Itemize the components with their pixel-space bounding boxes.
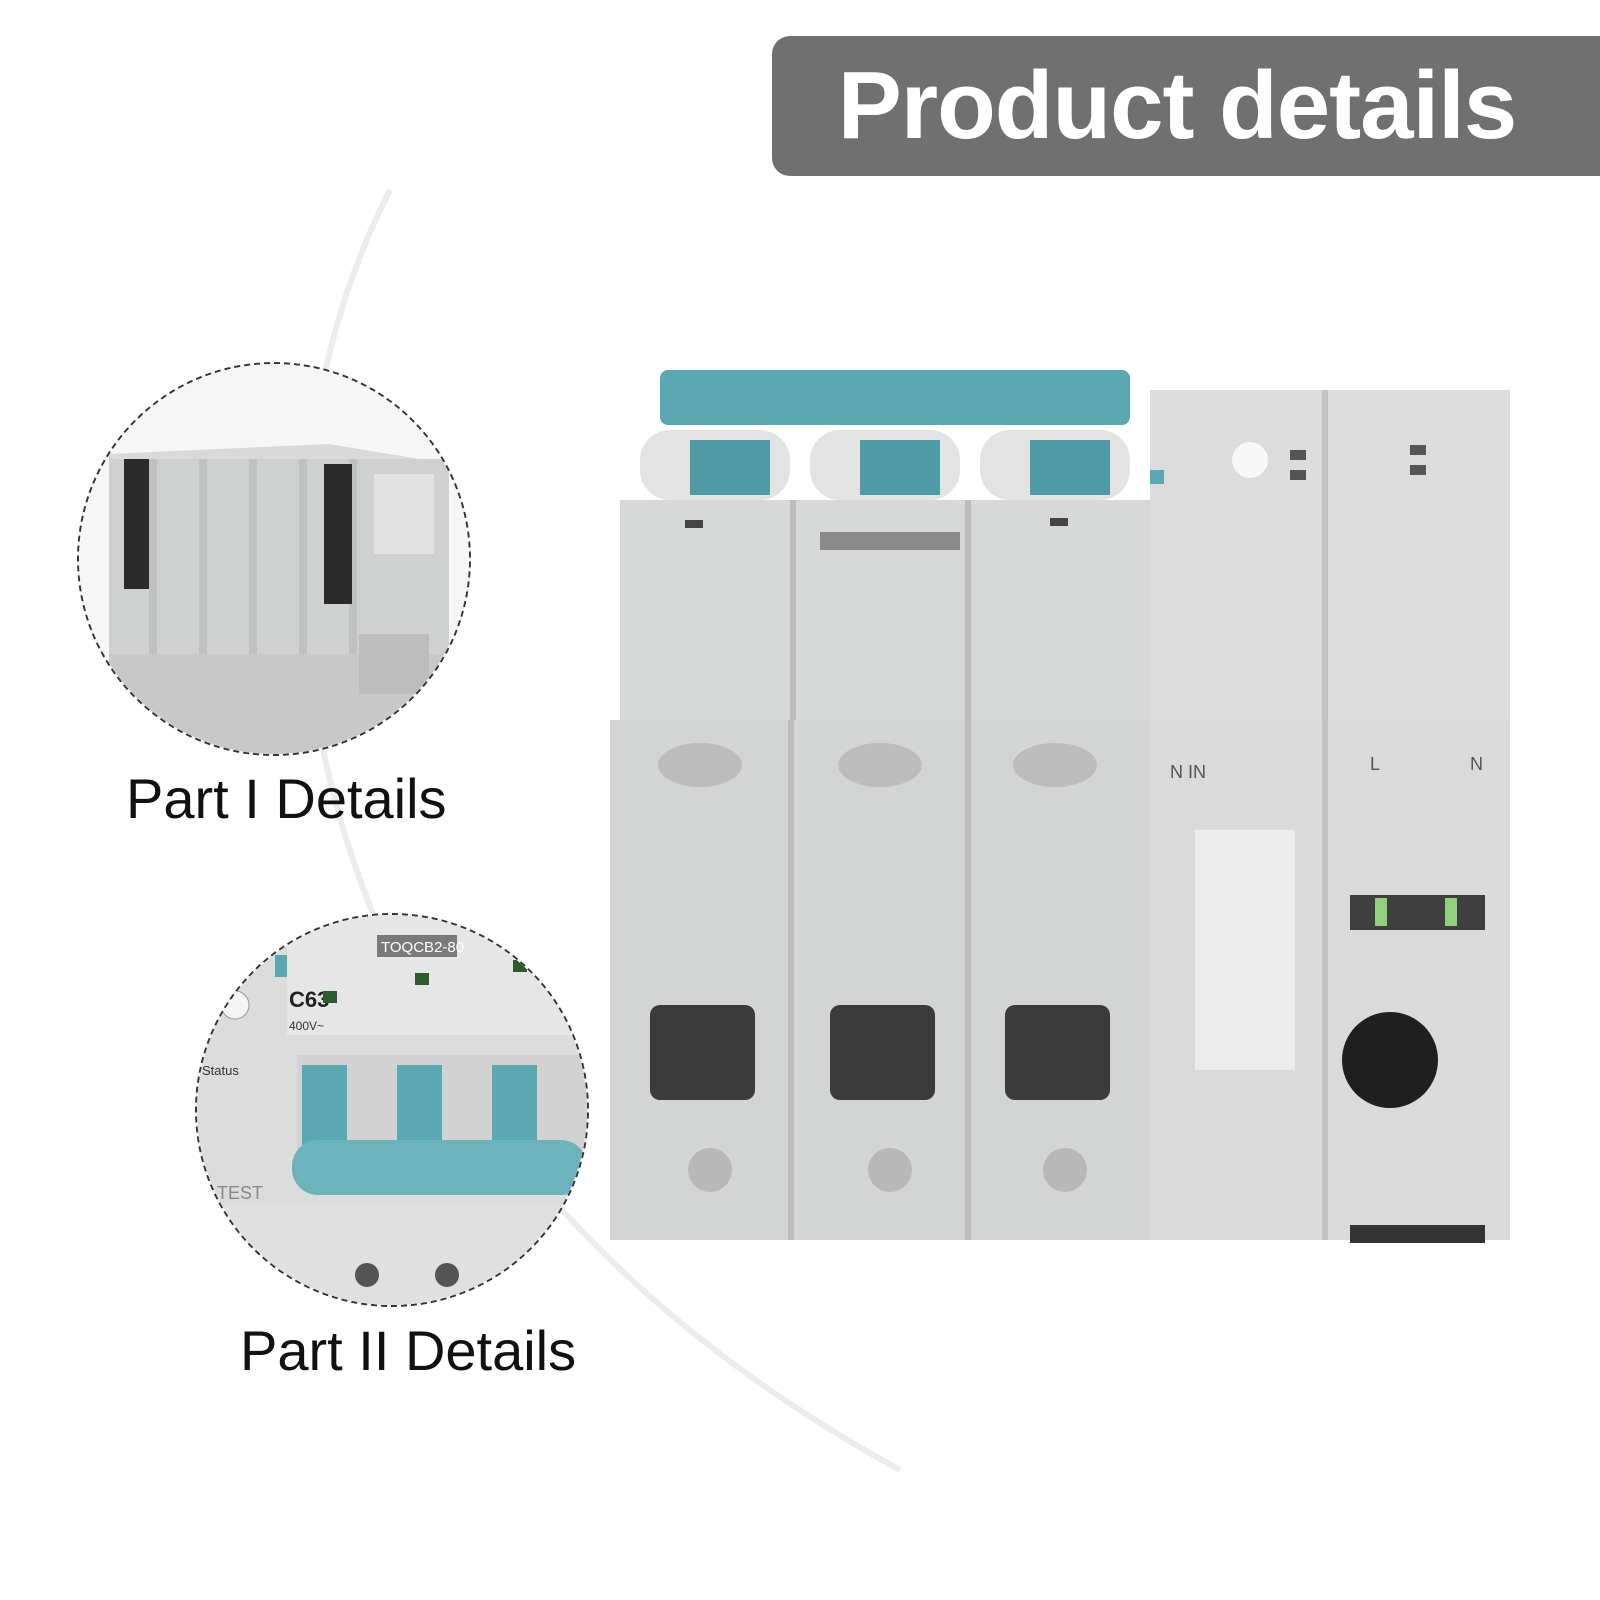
- part-2-label: Part II Details: [240, 1319, 577, 1382]
- part-2-detail-image: TOQCB2-80 C63 400V~ Status TEST: [195, 913, 589, 1307]
- circuit-breaker-image: N IN L N: [610, 370, 1510, 1243]
- model-label: TOQCB2-80: [381, 939, 464, 956]
- page-title: Product details: [837, 52, 1517, 159]
- rating-label: C63: [289, 987, 329, 1012]
- part-1-detail-image: [77, 362, 471, 756]
- terminal-l-label: L: [1370, 754, 1380, 774]
- n-in-label: N IN: [1170, 762, 1206, 782]
- header-banner: Product details: [772, 36, 1600, 176]
- part-1-label: Part I Details: [126, 767, 447, 830]
- terminal-n-label: N: [1470, 754, 1483, 774]
- voltage-label: 400V~: [289, 1019, 324, 1033]
- status-label: Status: [202, 1063, 239, 1078]
- test-label: TEST: [217, 1183, 263, 1203]
